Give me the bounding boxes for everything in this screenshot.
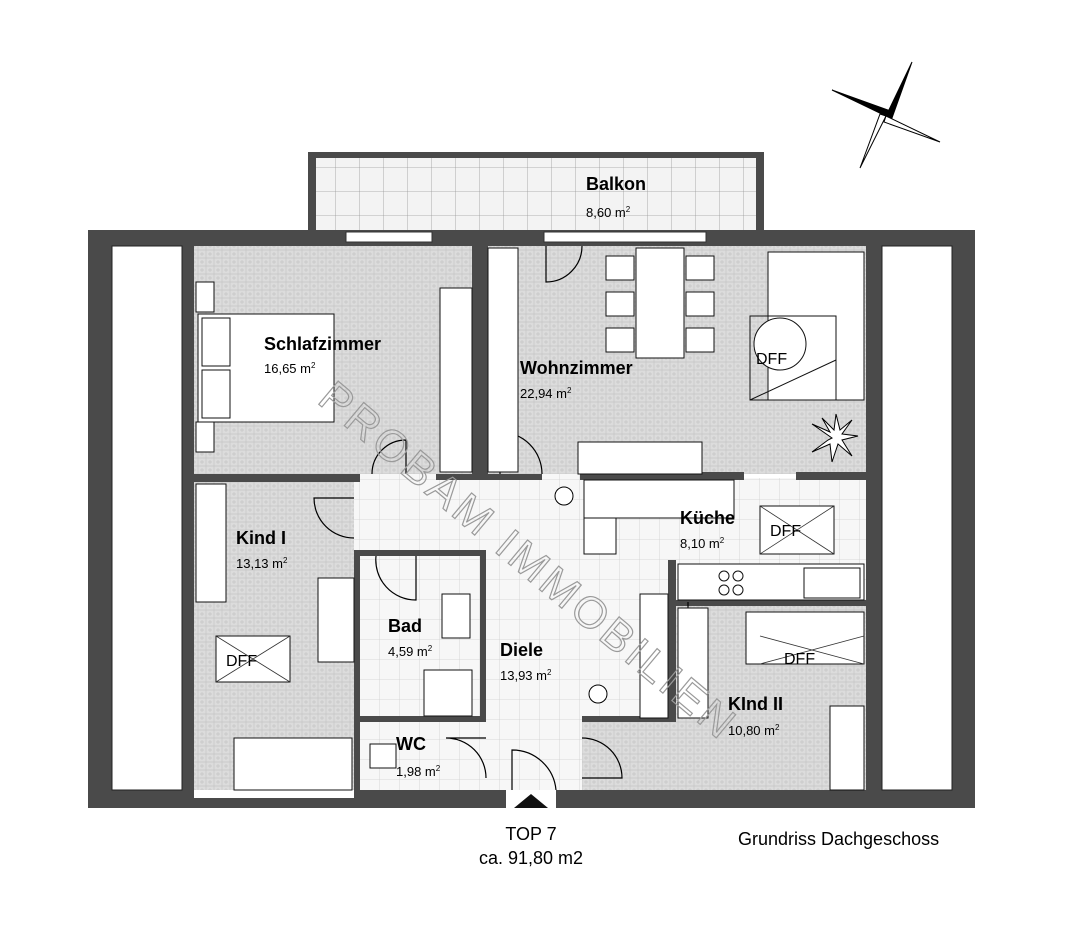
area-schlafzimmer: 16,65 m2 bbox=[264, 361, 316, 376]
label-kind1: Kind I bbox=[236, 528, 286, 548]
plan-title: Grundriss Dachgeschoss bbox=[738, 829, 939, 849]
dff-label-kind1: DFF bbox=[226, 653, 257, 670]
compass-rose-icon bbox=[831, 61, 941, 169]
area-wc: 1,98 m2 bbox=[396, 764, 441, 779]
area-kueche: 8,10 m2 bbox=[680, 536, 725, 551]
area-wohnzimmer: 22,94 m2 bbox=[520, 386, 572, 401]
entrance-label: TOP 7 bbox=[505, 824, 556, 844]
dff-label-kind2: DFF bbox=[784, 651, 815, 668]
label-wohnzimmer: Wohnzimmer bbox=[520, 358, 633, 378]
area-diele: 13,93 m2 bbox=[500, 668, 552, 683]
furniture bbox=[195, 247, 865, 791]
label-schlafzimmer: Schlafzimmer bbox=[264, 334, 381, 354]
area-kind2: 10,80 m2 bbox=[728, 723, 780, 738]
skylight-labels: DFF DFF DFF DFF bbox=[226, 351, 815, 670]
room-labels: Balkon 8,60 m2 Schlafzimmer 16,65 m2 Woh… bbox=[236, 174, 783, 779]
interior-walls bbox=[194, 246, 866, 798]
label-balkon: Balkon bbox=[586, 174, 646, 194]
dff-label-wohnzimmer: DFF bbox=[756, 351, 787, 368]
balcony bbox=[308, 152, 764, 234]
windows bbox=[345, 231, 707, 243]
label-diele: Diele bbox=[500, 640, 543, 660]
label-kueche: Küche bbox=[680, 508, 735, 528]
outer-walls bbox=[88, 230, 975, 808]
area-bad: 4,59 m2 bbox=[388, 644, 433, 659]
label-kind2: KInd II bbox=[728, 694, 783, 714]
area-balkon: 8,60 m2 bbox=[586, 205, 631, 220]
chair-icons bbox=[554, 486, 608, 704]
entrance-arrow-icon bbox=[514, 794, 548, 808]
label-bad: Bad bbox=[388, 616, 422, 636]
potted-plant-icon bbox=[811, 413, 859, 463]
total-area: ca. 91,80 m2 bbox=[479, 848, 583, 868]
area-kind1: 13,13 m2 bbox=[236, 556, 288, 571]
label-wc: WC bbox=[396, 734, 426, 754]
skylight-marks bbox=[215, 505, 865, 683]
dff-label-kueche: DFF bbox=[770, 523, 801, 540]
